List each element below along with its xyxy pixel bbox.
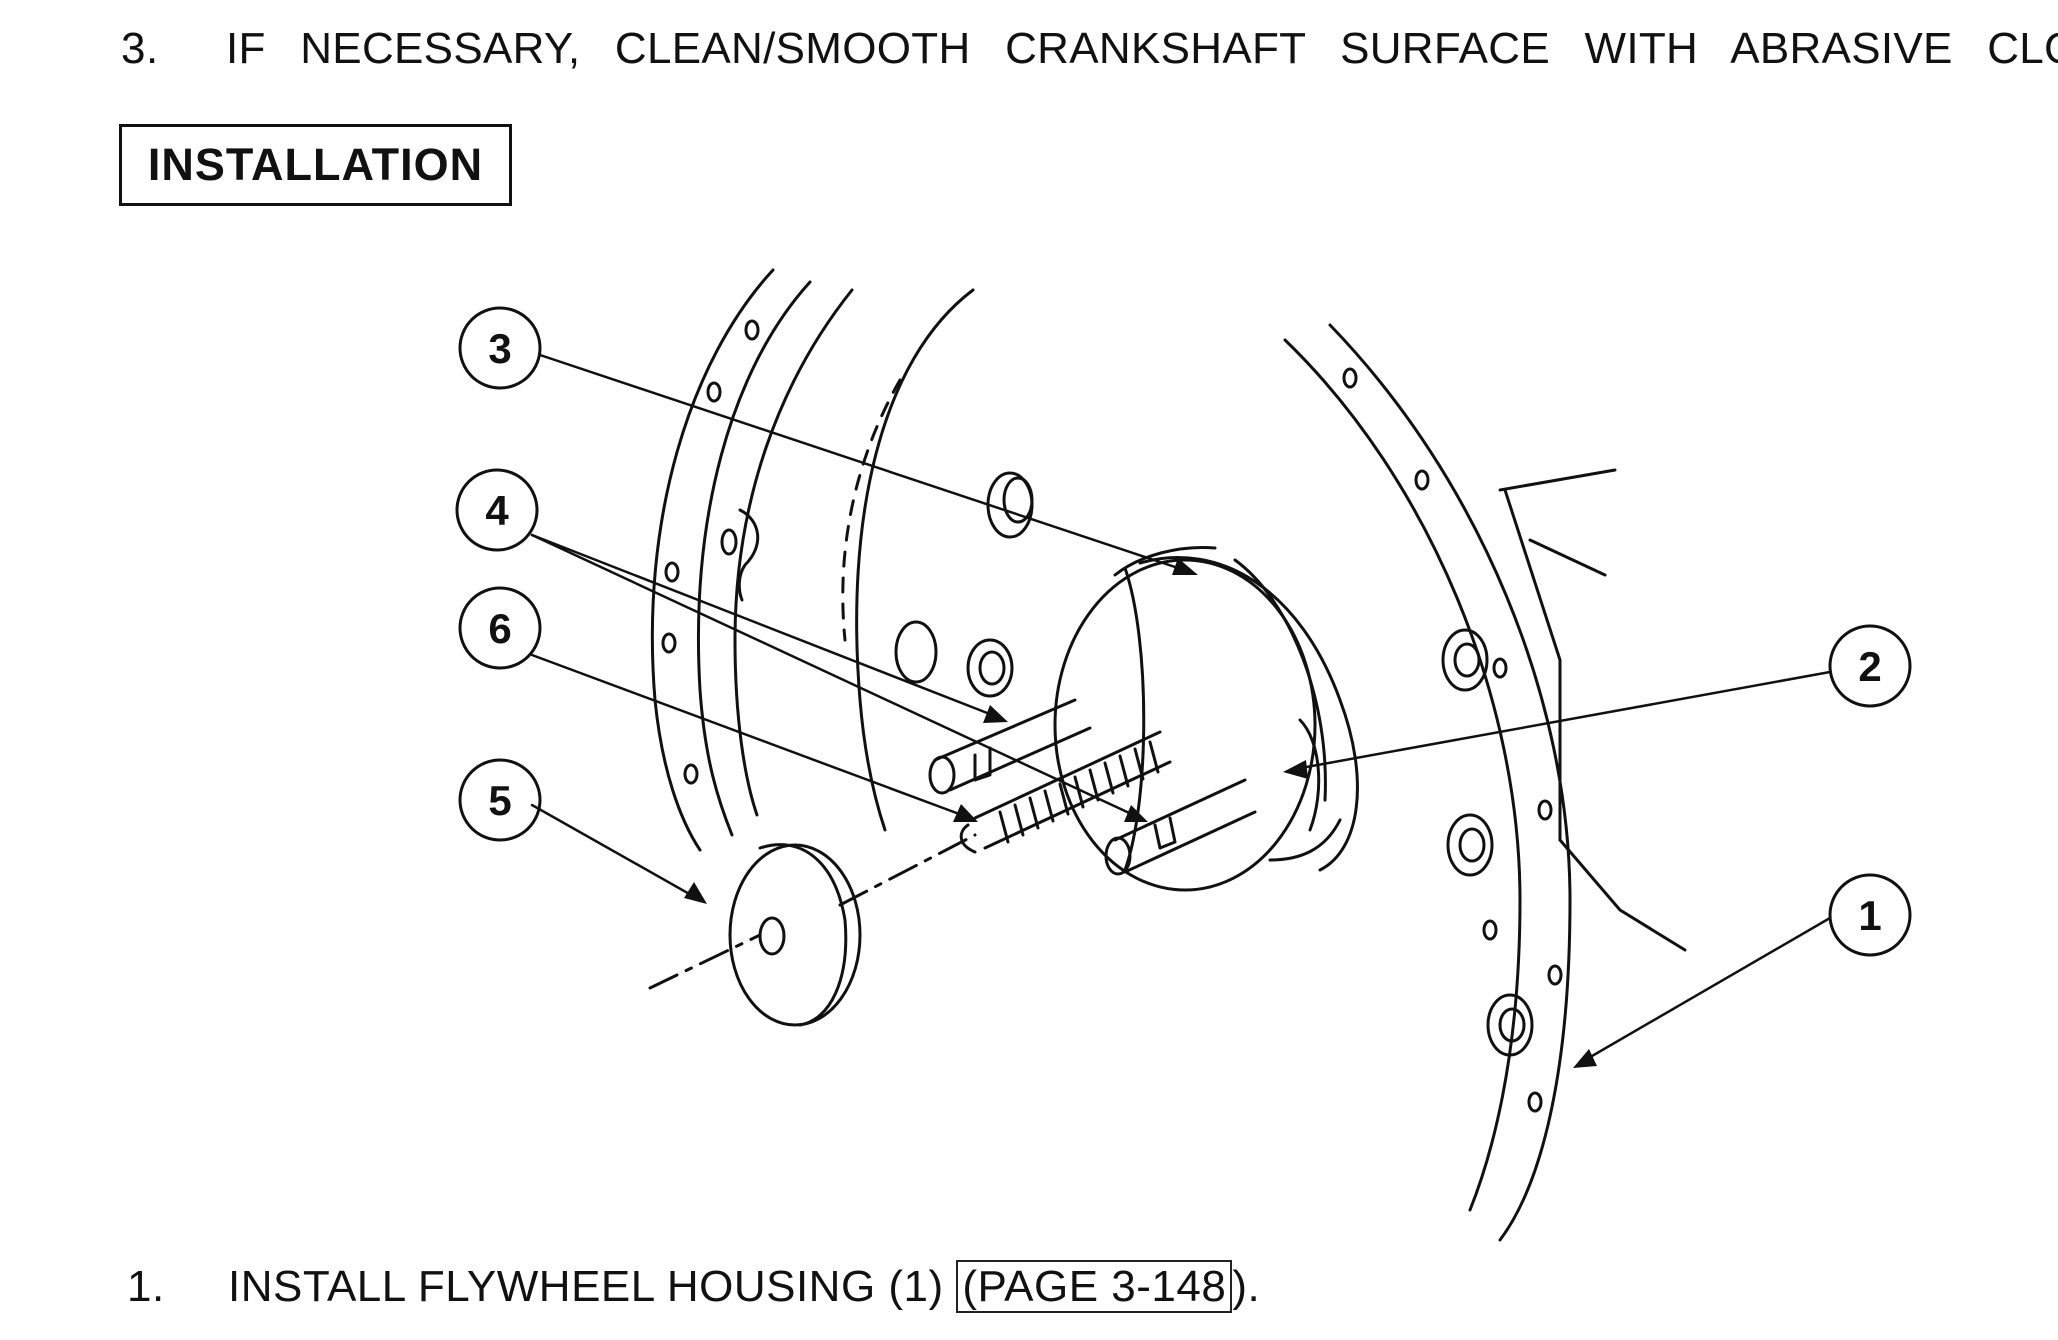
step-number: 1. xyxy=(127,1262,165,1311)
crankshaft-outline xyxy=(841,378,902,642)
callout-3: 3 xyxy=(458,306,542,390)
callout-label: 5 xyxy=(488,777,511,824)
step-text-lead: INSTALL FLYWHEEL HOUSING (1) xyxy=(228,1262,957,1311)
callout-label: 1 xyxy=(1858,892,1881,939)
callout-5: 5 xyxy=(458,758,542,842)
callout-1: 1 xyxy=(1828,873,1912,957)
crankshaft-hub xyxy=(1053,546,1359,892)
section-heading: INSTALLATION xyxy=(119,124,512,206)
leader-lines xyxy=(530,353,1832,1065)
dowel-pins xyxy=(928,698,1257,876)
housing-left-flange xyxy=(650,268,975,852)
page-reference-link[interactable]: (PAGE 3-148 xyxy=(956,1260,1233,1313)
callout-label: 2 xyxy=(1858,643,1881,690)
step-number: 3. xyxy=(121,24,159,73)
callout-6: 6 xyxy=(458,586,542,670)
step-text-tail: ). xyxy=(1232,1262,1261,1311)
step-text: INSTALL FLYWHEEL HOUSING (1) (PAGE 3-148… xyxy=(228,1260,1261,1313)
center-holes xyxy=(894,471,1034,698)
callout-label: 6 xyxy=(488,605,511,652)
callout-2: 2 xyxy=(1828,624,1912,708)
threaded-stud xyxy=(959,730,1172,854)
step-text: IF NECESSARY, CLEAN/SMOOTH CRANKSHAFT SU… xyxy=(226,24,2058,73)
washer xyxy=(648,833,977,1027)
callout-label: 3 xyxy=(488,325,511,372)
housing-right-flange xyxy=(1283,323,1687,1242)
arrowheads xyxy=(684,558,1597,1068)
callout-label: 4 xyxy=(485,487,509,534)
callout-4: 4 xyxy=(455,468,539,552)
